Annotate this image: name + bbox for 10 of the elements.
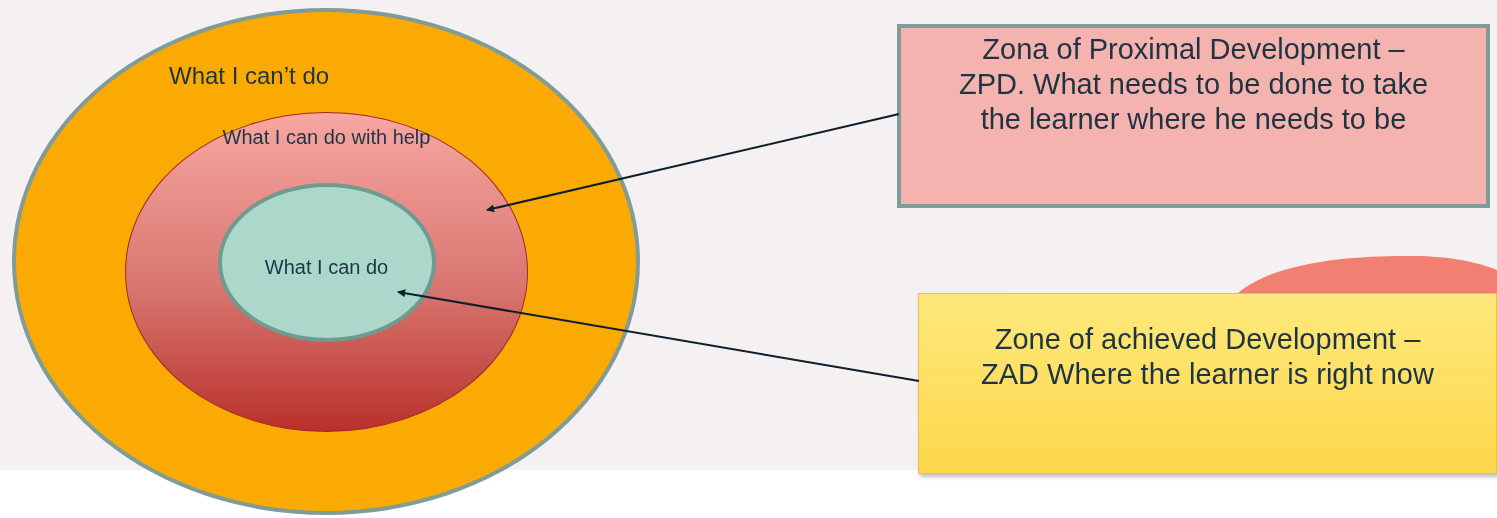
- arrow: [486, 113, 900, 213]
- callout-text: Zona of Proximal Development – ZPD. What needs to be done to take the learner where he needs to be: [957, 32, 1430, 137]
- callout-box: [918, 293, 1497, 474]
- arrow: [397, 289, 920, 382]
- zone-label: What I can do with help: [221, 125, 432, 149]
- callout-box: [897, 24, 1490, 208]
- zone-label: What I can’t do: [169, 62, 330, 91]
- callout-text: Zone of achieved Development – ZAD Where the learner is right now: [980, 322, 1435, 392]
- zone-label: What I can do: [263, 254, 390, 279]
- blob-shape: [1238, 255, 1497, 293]
